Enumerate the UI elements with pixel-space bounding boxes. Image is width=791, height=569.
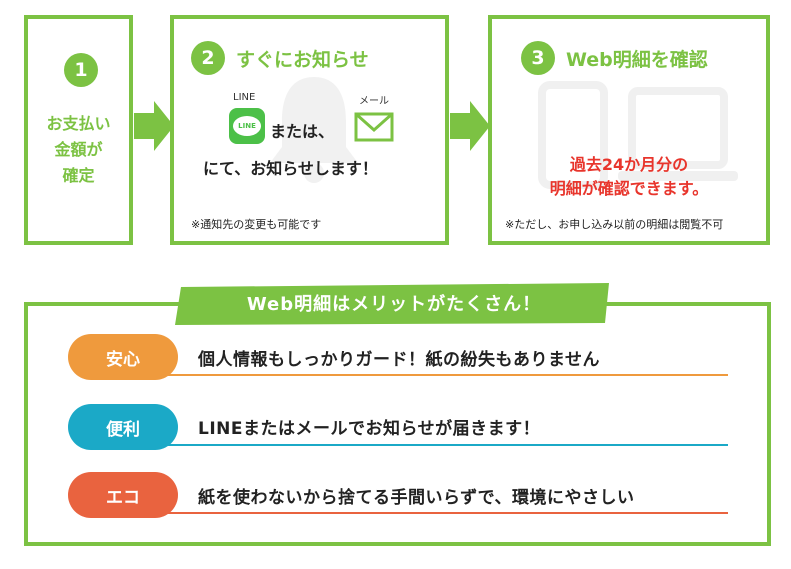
- line-icon: LINE: [229, 108, 265, 144]
- step-3-note: ※ただし、お申し込み以前の明細は閲覧不可: [505, 218, 724, 231]
- step-2-box: 2 すぐにお知らせ LINE LINE または、 メール にて、お知らせします！…: [170, 15, 449, 245]
- step-3-main-line2: 明細が確認できます。: [549, 179, 709, 198]
- step-2-number: 2: [191, 41, 225, 75]
- merit-text-benri: LINEまたはメールでお知らせが届きます！: [198, 419, 541, 439]
- merits-banner-text: Web明細はメリットがたくさん！: [246, 294, 542, 315]
- merit-underline-eco: [150, 512, 728, 514]
- step-1-number: 1: [64, 53, 98, 87]
- step-3-box: 3 Web明細を確認 過去24か月分の 明細が確認できます。 ※ただし、お申し込…: [488, 15, 770, 245]
- step-3-title: Web明細を確認: [566, 49, 708, 71]
- merit-text-anshin: 個人情報もしっかりガード！紙の紛失もありません: [198, 350, 600, 370]
- merit-underline-anshin: [150, 374, 728, 376]
- notify-text: にて、お知らせします！: [203, 159, 378, 178]
- step-2-note: ※通知先の変更も可能です: [191, 218, 322, 231]
- mail-label: メール: [359, 96, 389, 107]
- merit-text-eco: 紙を使わないから捨てる手間いらずで、環境にやさしい: [198, 488, 635, 508]
- mail-icon: [354, 112, 394, 142]
- step-3-number: 3: [521, 41, 555, 75]
- step-2-title: すぐにお知らせ: [236, 49, 369, 71]
- step-1-box: 1 お支払い 金額が 確定: [24, 15, 133, 245]
- line-label: LINE: [233, 92, 256, 103]
- merits-banner-shape: [175, 283, 609, 325]
- arrow-right-icon: [134, 101, 174, 151]
- devices-watermark-icon: [538, 81, 738, 189]
- line-bubble: LINE: [233, 116, 261, 136]
- merit-tag-benri: 便利: [68, 404, 178, 450]
- line-icon-text: LINE: [238, 122, 256, 130]
- step-1-text: お支払い 金額が 確定: [46, 114, 111, 185]
- merit-underline-benri: [150, 444, 728, 446]
- step-3-main-line1: 過去24か月分の: [569, 155, 689, 174]
- merit-tag-anshin: 安心: [68, 334, 178, 380]
- arrow-right-icon: [450, 101, 490, 151]
- merit-tag-eco: エコ: [68, 472, 178, 518]
- or-text: または、: [270, 122, 335, 141]
- bell-watermark-icon: [270, 77, 358, 183]
